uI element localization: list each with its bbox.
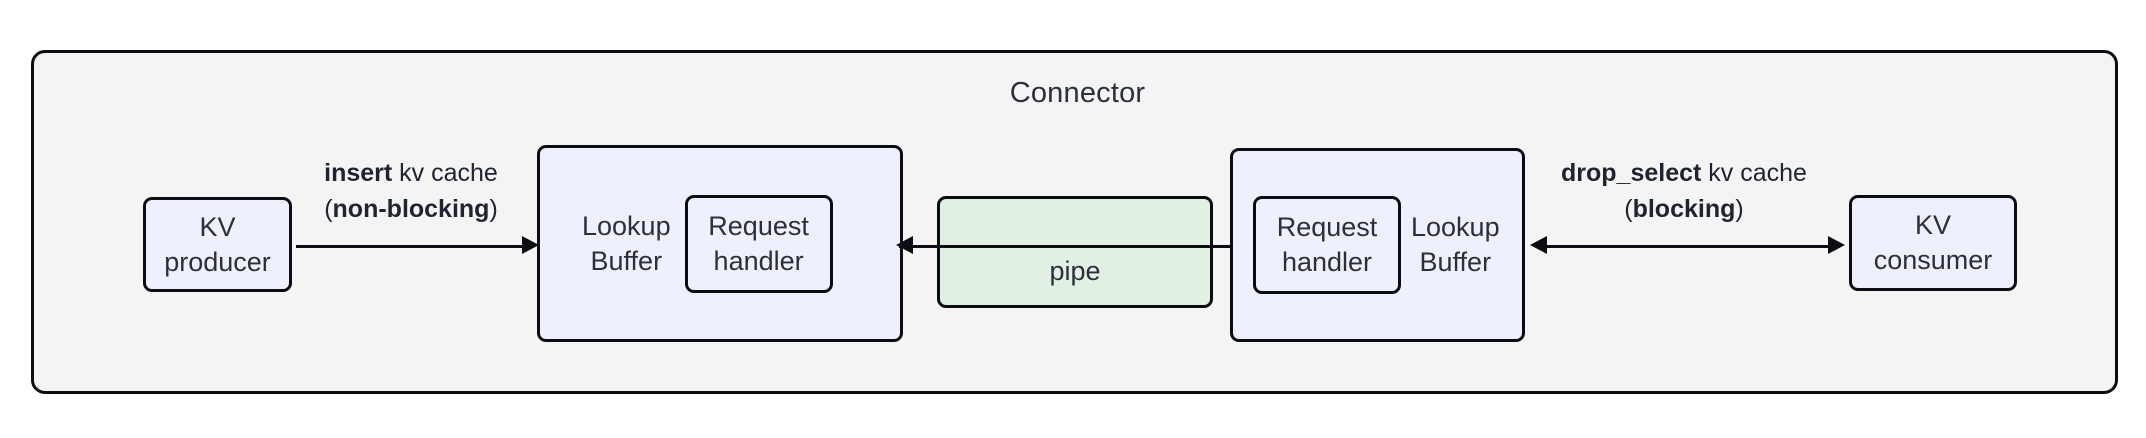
pipe-to-right-buffer-arrow-line <box>1187 245 1243 248</box>
request-handler-left-line2: handler <box>713 245 804 276</box>
insert-edge-label-line2: (non-blocking) <box>296 191 526 227</box>
drop-select-edge-label-line2: (blocking) <box>1531 191 1837 227</box>
lookup-buffer-left-label-line1: Lookup <box>582 210 671 241</box>
lookup-buffer-left-label-line2: Buffer <box>590 245 663 276</box>
kv-producer-node: KV producer <box>143 197 292 292</box>
insert-arrowhead-icon <box>522 236 539 254</box>
kv-consumer-node: KV consumer <box>1849 195 2017 291</box>
request-handler-right-line1: Request <box>1276 212 1378 243</box>
drop-select-mode: blocking <box>1632 195 1736 224</box>
drop-select-arrowhead-left-icon <box>1530 236 1547 254</box>
drop-select-arrow-line <box>1542 245 1836 248</box>
insert-rest: kv cache <box>392 159 498 187</box>
pipe-label: pipe <box>1049 256 1101 287</box>
lookup-buffer-right-label-line2: Buffer <box>1419 247 1492 277</box>
request-handler-right-line2: handler <box>1281 247 1373 277</box>
insert-paren-close: ) <box>489 195 498 224</box>
pipe-to-left-buffer-arrow-line <box>899 245 1219 248</box>
kv-consumer-label-line1: KV <box>1914 210 1952 241</box>
drop-select-arrowhead-right-icon <box>1828 236 1845 254</box>
request-handler-left-node: Request handler <box>684 194 833 293</box>
pipe-node: pipe <box>937 196 1213 308</box>
lookup-buffer-left-label: Lookup Buffer <box>582 209 671 278</box>
lookup-buffer-right-label: Lookup Buffer <box>1411 210 1500 279</box>
drop-select-rest: kv cache <box>1701 159 1807 187</box>
drop-select-keyword: drop_select <box>1561 159 1702 187</box>
connector-title: Connector <box>1009 77 1146 109</box>
drop-select-edge-label: drop_select kv cache (blocking) <box>1531 155 1837 228</box>
insert-keyword: insert <box>324 159 393 187</box>
insert-edge-label-line1: insert kv cache <box>296 155 526 191</box>
kv-producer-label-line2: producer <box>164 246 271 277</box>
insert-edge-label: insert kv cache (non-blocking) <box>296 155 526 228</box>
lookup-buffer-left-node: Lookup Buffer Request handler <box>537 145 903 342</box>
insert-paren-open: ( <box>324 195 333 224</box>
drop-select-paren-open: ( <box>1624 195 1633 224</box>
request-handler-left-line1: Request <box>708 210 809 241</box>
lookup-buffer-right-label-line1: Lookup <box>1411 212 1500 243</box>
kv-producer-label-line1: KV <box>199 211 236 242</box>
pipe-to-left-buffer-arrowhead-icon <box>896 236 913 254</box>
insert-mode: non-blocking <box>332 195 490 224</box>
drop-select-paren-close: ) <box>1735 195 1744 224</box>
insert-arrow-line <box>296 245 524 248</box>
kv-consumer-label-line2: consumer <box>1873 245 1993 275</box>
drop-select-edge-label-line1: drop_select kv cache <box>1531 155 1837 191</box>
request-handler-right-node: Request handler <box>1253 196 1401 294</box>
lookup-buffer-right-node: Request handler Lookup Buffer <box>1230 148 1525 342</box>
